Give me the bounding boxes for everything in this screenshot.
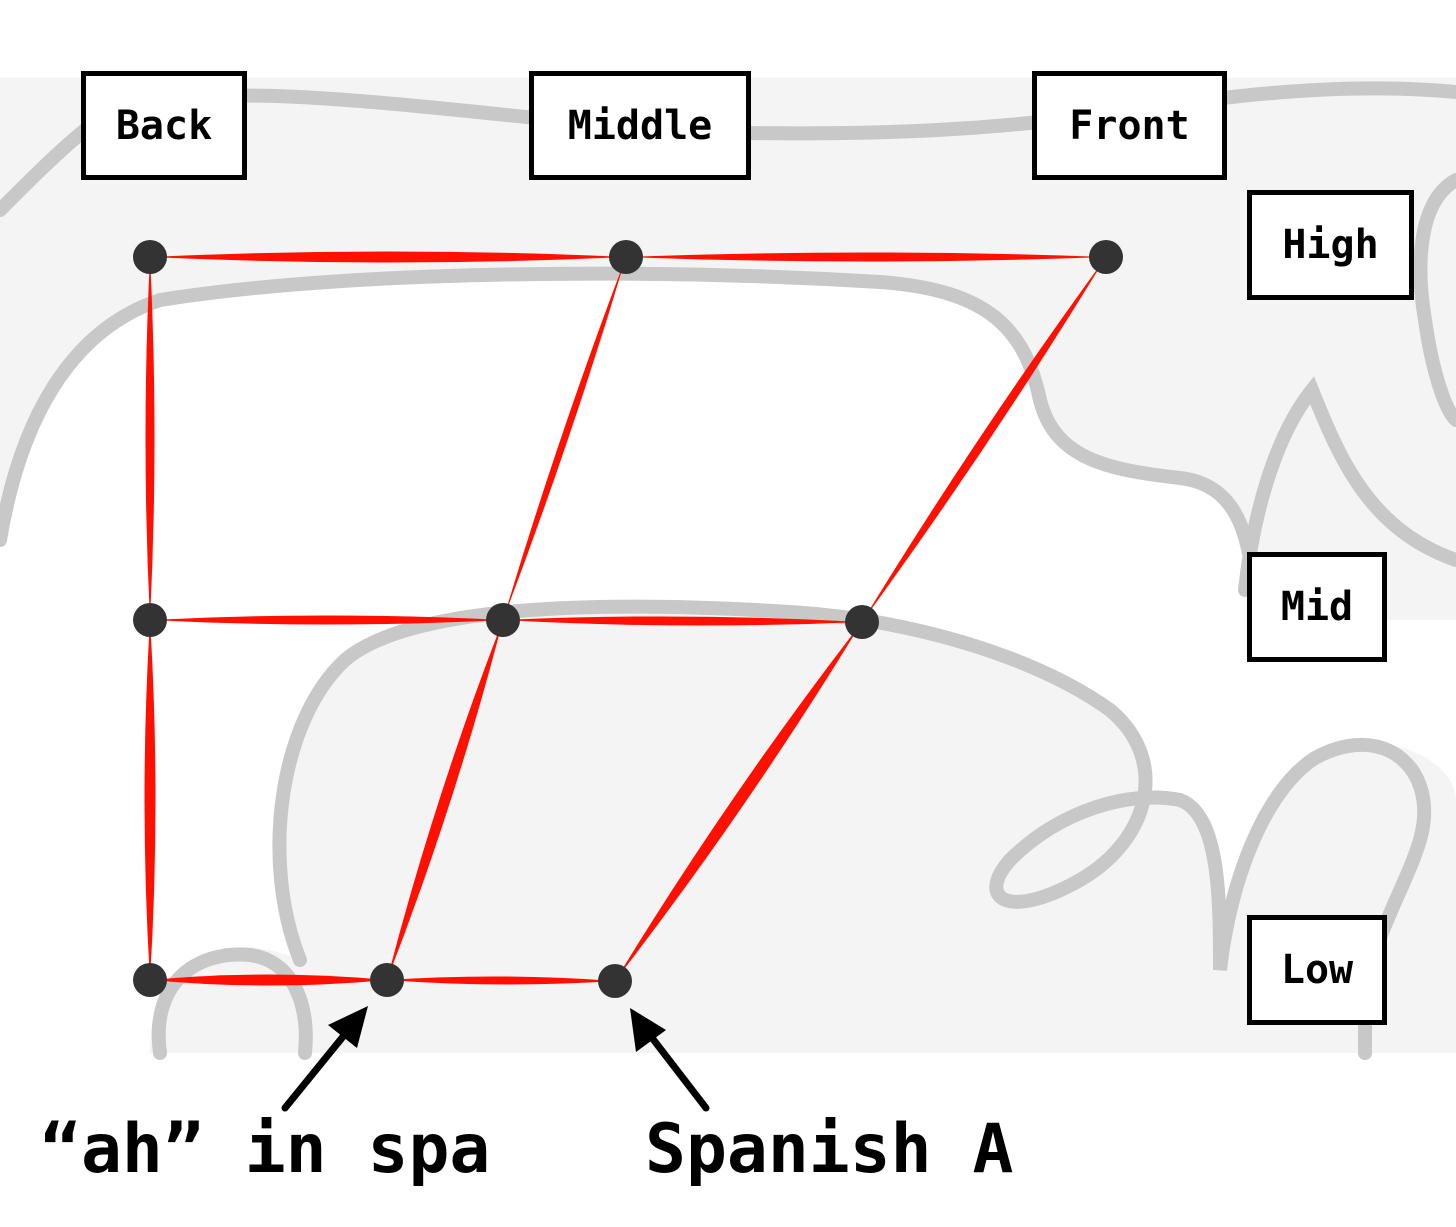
vowel-trapezoid-dots xyxy=(133,240,1123,998)
tongue-outline xyxy=(0,266,1262,607)
trapezoid-edge-middle-low-front-low xyxy=(387,976,615,985)
vowel-point-front-high xyxy=(1089,240,1123,274)
vowel-point-middle-high xyxy=(609,240,643,274)
row-label-mid: Mid xyxy=(1247,552,1387,662)
row-label-low: Low xyxy=(1247,915,1387,1025)
trapezoid-edge-back-mid-middle-mid xyxy=(150,615,503,625)
front-label: Front xyxy=(1069,102,1190,149)
vowel-point-middle-mid xyxy=(486,603,520,637)
trapezoid-edge-back-high-back-mid xyxy=(145,257,155,620)
uvula-outline xyxy=(1238,376,1456,597)
vowel-trapezoid-lines xyxy=(144,251,1106,986)
trapezoid-edge-front-mid-front-low xyxy=(615,622,862,981)
lower-lip-area xyxy=(150,605,1456,1053)
trapezoid-edge-back-high-middle-high xyxy=(150,251,626,263)
column-label-back: Back xyxy=(81,71,247,180)
annotation-spanish-a: Spanish A xyxy=(645,1110,1014,1189)
nose-outline xyxy=(1413,173,1456,427)
trapezoid-edge-front-high-front-mid xyxy=(862,257,1106,622)
trapezoid-edge-middle-mid-middle-low xyxy=(387,620,503,980)
trapezoid-edge-middle-high-front-high xyxy=(626,252,1106,262)
vowel-point-back-mid xyxy=(133,603,167,637)
trapezoid-edge-back-low-middle-low xyxy=(150,974,387,986)
high-label: High xyxy=(1282,222,1379,268)
vowel-point-middle-low xyxy=(370,963,404,997)
vowel-point-front-low xyxy=(598,964,632,998)
arrow-left xyxy=(281,1006,368,1112)
middle-label: Middle xyxy=(567,102,713,149)
row-label-high: High xyxy=(1247,190,1414,300)
arrow-right xyxy=(630,1008,710,1112)
vowel-point-back-low xyxy=(133,963,167,997)
trapezoid-edge-back-mid-back-low xyxy=(144,620,156,980)
low-label: Low xyxy=(1280,947,1354,993)
mid-label: Mid xyxy=(1280,584,1354,630)
mouth-silhouette xyxy=(0,78,1456,1227)
vowel-point-back-high xyxy=(133,240,167,274)
jaw-outline xyxy=(151,947,313,1060)
column-label-middle: Middle xyxy=(529,71,751,180)
back-label: Back xyxy=(115,102,213,149)
column-label-front: Front xyxy=(1032,71,1227,180)
lower-tongue-outline xyxy=(272,599,1432,1060)
trapezoid-edge-middle-mid-front-mid xyxy=(503,616,862,626)
vowel-point-front-mid xyxy=(845,605,879,639)
trapezoid-edge-middle-high-middle-mid xyxy=(503,257,626,620)
annotation-ah-in-spa: “ah” in spa xyxy=(40,1110,491,1189)
